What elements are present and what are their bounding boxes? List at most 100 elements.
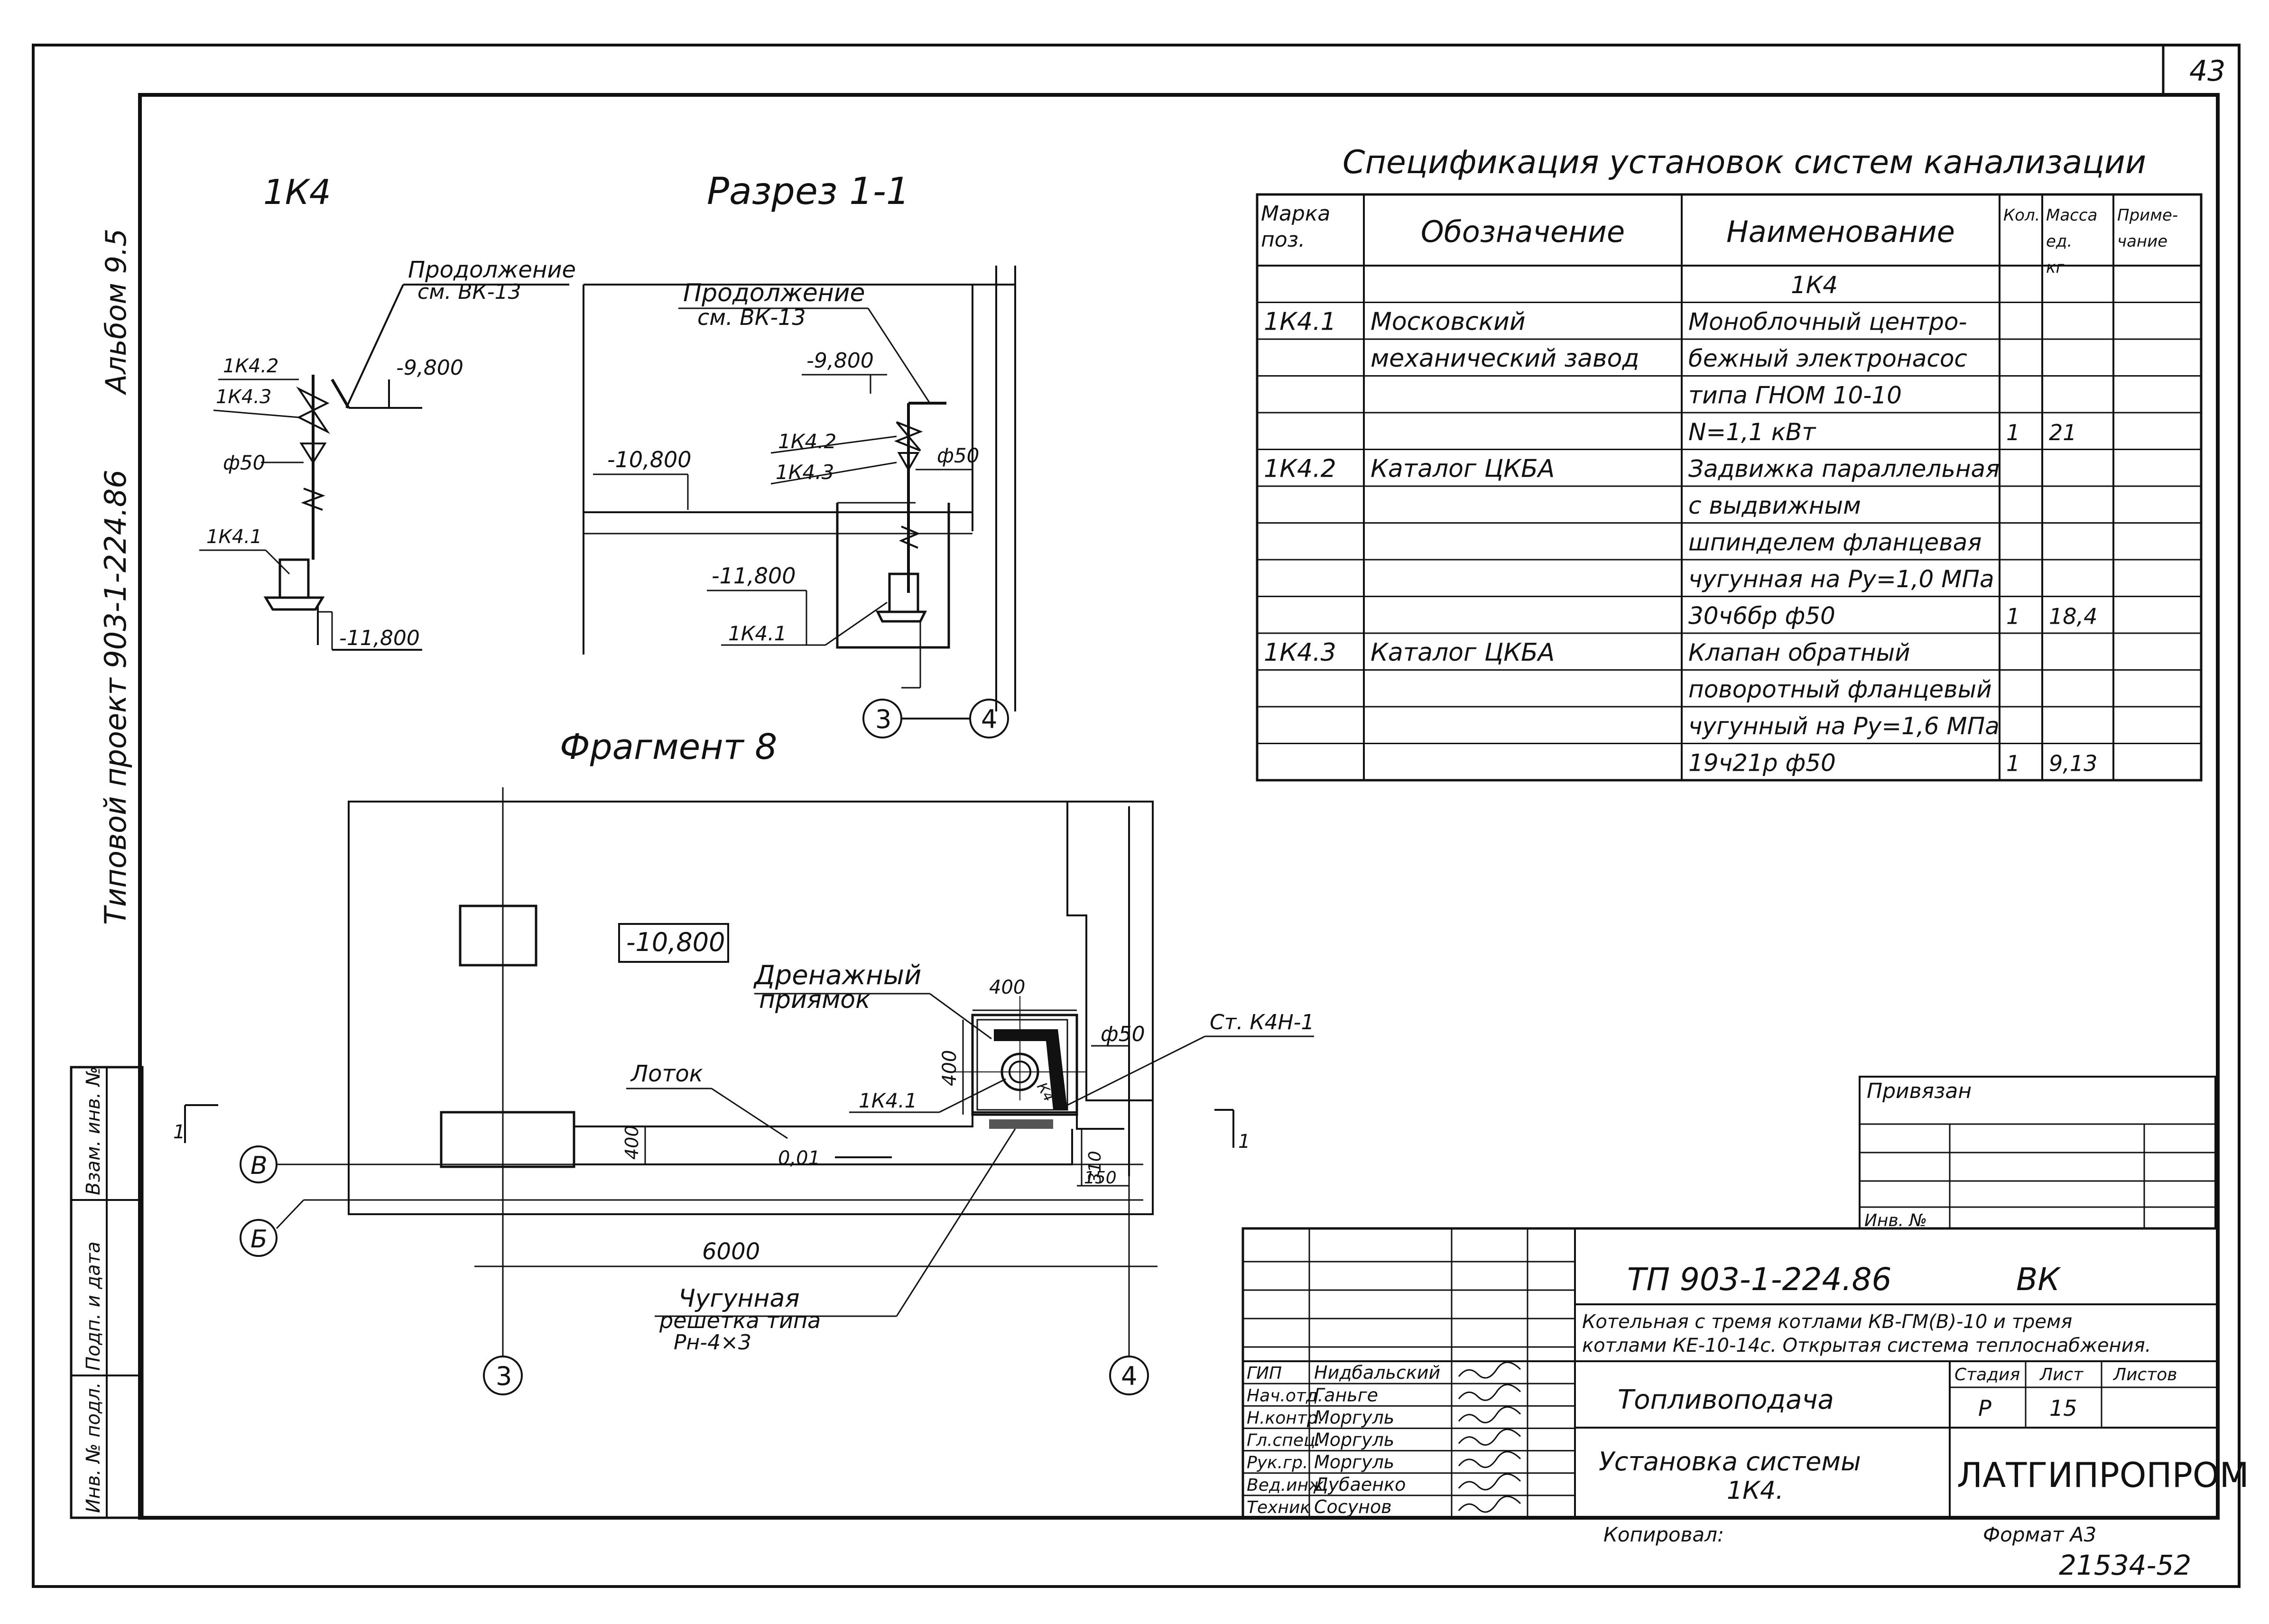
grate-label-2: решетка типа: [659, 1308, 821, 1333]
tb-name: Сосунов: [1314, 1496, 1392, 1517]
spec-cell: поворотный фланцевый: [1688, 676, 1992, 703]
tb-name: Дубаенко: [1313, 1474, 1406, 1495]
privyazan-block: Привязан Инв. №: [1859, 1076, 2216, 1230]
view-1k4-label-41: 1К4.1: [206, 526, 262, 548]
view-1k4-label-42: 1К4.2: [223, 355, 278, 377]
view-1k4-level-top: -9,800: [396, 356, 463, 380]
spec-cell: Моноблочный центро-: [1688, 308, 1967, 336]
tb-format: Формат А3: [1983, 1523, 2096, 1546]
spec-header-cell: Марка: [1261, 202, 1330, 226]
page-number: 43: [2189, 55, 2225, 88]
tb-drawing-title-1: Установка системы: [1599, 1447, 1861, 1476]
spec-cell: 1К4: [1791, 271, 1838, 299]
signature-icon: [1458, 1473, 1521, 1491]
tb-role: Н.контр.: [1247, 1408, 1323, 1428]
signature-icon: [1458, 1429, 1521, 1446]
spec-header-cell: ед.: [2046, 232, 2072, 251]
axis-b: Б: [250, 1225, 268, 1254]
pit-outline: [971, 1014, 1078, 1116]
pump-label: 1К4.1: [859, 1089, 917, 1112]
section-axis-3: 3: [875, 704, 891, 734]
signature-icon: [1458, 1495, 1521, 1513]
spec-cell: 1К4.3: [1264, 638, 1336, 667]
spec-cell: 1: [2006, 420, 2020, 445]
grate-label-1: Чугунная: [678, 1284, 800, 1313]
spec-cell: шпинделем фланцевая: [1688, 529, 1982, 556]
tray-block: [440, 1111, 575, 1168]
tb-drawing-title-2: 1К4.: [1727, 1476, 1784, 1505]
axis-v: В: [250, 1152, 268, 1180]
section-label-41: 1К4.1: [728, 622, 787, 645]
fragment-title: Фрагмент 8: [560, 727, 777, 767]
signature-icon: [1458, 1406, 1521, 1423]
spec-header-cell: Кол.: [2003, 206, 2040, 225]
signature-icon: [1458, 1384, 1521, 1401]
tb-sheet: 15: [2049, 1395, 2077, 1421]
spec-header-cell: Обозначение: [1421, 214, 1625, 249]
tb-copied: Копировал:: [1603, 1523, 1724, 1546]
inv-label: Инв. №: [1864, 1211, 1927, 1230]
spec-cell: 1К4.1: [1264, 308, 1336, 336]
spec-cell: чугунная на Ру=1,0 МПа: [1688, 565, 1994, 593]
view-1k4-continuation-ref: см. ВК-13: [417, 280, 521, 304]
tb-name: Моргуль: [1314, 1430, 1394, 1450]
spec-header-cell: чание: [2117, 232, 2167, 251]
left-stamp: Взам. инв. № Подп. и дата Инв. № подл.: [70, 1066, 144, 1519]
spec-cell: 1: [2006, 751, 2020, 776]
spec-cell: N=1,1 кВт: [1688, 418, 1816, 446]
section-level-top: -9,800: [806, 349, 874, 373]
tb-role: ГИП: [1247, 1364, 1282, 1383]
tb-desc-2: котлами КЕ-10-14с. Открытая система тепл…: [1582, 1335, 2151, 1356]
section-axis-4: 4: [981, 704, 997, 734]
pipe-d50: ф50: [1101, 1022, 1145, 1046]
album-label: Альбом 9.5: [100, 229, 133, 396]
stamp-sign-date: Подп. и дата: [83, 1242, 104, 1371]
signature-icon: [1458, 1451, 1521, 1468]
spec-cell: типа ГНОМ 10-10: [1688, 382, 1902, 409]
view-1k4-label-43: 1К4.3: [216, 386, 271, 408]
view-1k4-level-bottom: -11,800: [339, 626, 420, 650]
dim-400-a: 400: [989, 977, 1025, 998]
tb-role: Вед.инж.: [1247, 1476, 1329, 1495]
section-level-floor: -10,800: [607, 447, 692, 472]
section-title: Разрез 1-1: [707, 170, 909, 213]
spec-cell: бежный электронасос: [1688, 345, 1967, 372]
spec-cell: 30ч6бр ф50: [1688, 602, 1835, 630]
spec-title: Спецификация установок систем канализаци…: [1343, 144, 2146, 181]
view-1k4-continuation: Продолжение: [408, 257, 576, 283]
spec-cell: 19ч21р ф50: [1688, 749, 1836, 777]
spec-cell: Московский: [1371, 308, 1526, 336]
tb-stage: Р: [1978, 1395, 1991, 1421]
spec-cell: Каталог ЦКБА: [1371, 638, 1555, 667]
spec-header-cell: Масса: [2046, 206, 2097, 225]
tb-role: Техник: [1247, 1498, 1310, 1517]
section-level-pit: -11,800: [712, 563, 796, 589]
tb-name: Моргуль: [1314, 1407, 1394, 1428]
fragment-axis-4: 4: [1121, 1361, 1137, 1391]
spec-cell: Клапан обратный: [1688, 639, 1910, 666]
tb-role: Рук.гр.: [1247, 1453, 1308, 1473]
pit-label-1: Дренажный: [753, 960, 921, 991]
tray-label: Лоток: [630, 1061, 703, 1087]
section-mark-right: 1: [1238, 1131, 1250, 1153]
fragment-8: Фрагмент 8 -10,800 Дренажный приямок 400…: [173, 727, 1315, 1395]
spec-header-cell: кг: [2046, 258, 2065, 277]
dim-400-b: 400: [939, 1050, 961, 1086]
project-label: Типовой проект 903-1-224.86: [98, 470, 133, 925]
privyazan-label: Привязан: [1867, 1079, 1972, 1103]
sheet-frames: [32, 44, 2241, 1588]
spec-cell: с выдвижным: [1688, 492, 1861, 519]
tb-name: Ганьге: [1314, 1384, 1378, 1405]
tb-name: Нидбальский: [1314, 1362, 1440, 1383]
view-1k4-label-d50: ф50: [223, 451, 265, 474]
dim-400-c: 400: [621, 1125, 642, 1160]
dim-150: 150: [1084, 1168, 1117, 1188]
pit-label-2: приямок: [759, 986, 871, 1014]
stamp-inv-orig: Инв. № подл.: [83, 1382, 104, 1513]
section-continuation: Продолжение: [683, 279, 865, 307]
tb-mark: ВК: [2016, 1261, 2061, 1298]
riser-label: Ст. К4Н-1: [1210, 1010, 1315, 1034]
dim-6000: 6000: [702, 1238, 760, 1265]
dim-310: 310: [1085, 1151, 1105, 1183]
